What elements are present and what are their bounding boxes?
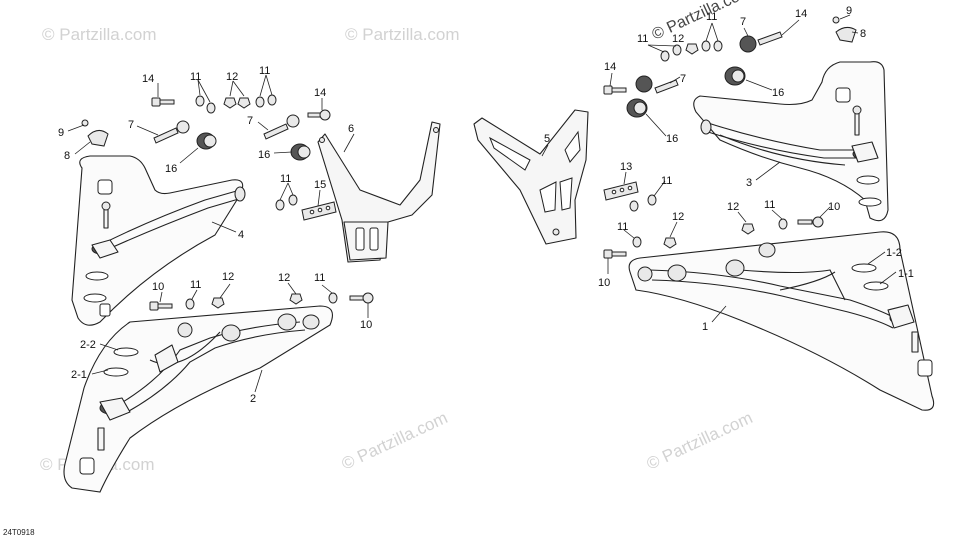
callout: 9 [58, 127, 64, 139]
callout: 10 [360, 319, 372, 331]
callout: 11 [764, 199, 775, 211]
callout: 14 [314, 87, 326, 99]
callout: 10 [828, 201, 840, 213]
watermark: © Partzilla.com [42, 25, 157, 44]
callout: 11 [706, 11, 717, 23]
callout: 12 [672, 33, 684, 45]
bracket-left[interactable] [317, 121, 441, 263]
lower-a-arm-left[interactable] [63, 305, 333, 493]
callout: 13 [620, 161, 632, 173]
callout: 2-2 [80, 339, 96, 351]
callout: 16 [258, 149, 270, 161]
callout: 7 [247, 115, 253, 127]
callout: 12 [222, 271, 234, 283]
upper-a-arm-right[interactable] [693, 61, 889, 222]
callout: 7 [680, 73, 686, 85]
callout-labels: 14 11 12 11 14 7 7 6 9 8 16 16 11 15 4 1… [58, 5, 914, 405]
upper-a-arm-left[interactable] [71, 155, 246, 326]
callout: 12 [727, 201, 739, 213]
watermark: © Partzilla.com [644, 408, 756, 474]
callout: 11 [280, 173, 291, 185]
callout: 12 [278, 272, 290, 284]
callout: 16 [165, 163, 177, 175]
callout: 11 [259, 65, 270, 77]
callout: 14 [604, 61, 616, 73]
callout: 16 [772, 87, 784, 99]
callout: 7 [128, 119, 134, 131]
callout: 2 [250, 393, 256, 405]
callout: 4 [238, 229, 244, 241]
lower-a-arm-right[interactable] [628, 231, 935, 411]
callout: 11 [314, 272, 325, 284]
bracket-right[interactable] [473, 109, 589, 245]
callout: 14 [795, 8, 807, 20]
watermark: © Partzilla.com [339, 408, 451, 474]
callout: 7 [740, 16, 746, 28]
watermark: © Partzilla.com [345, 25, 460, 44]
callout: 11 [190, 279, 201, 291]
leader-lines [67, 14, 897, 393]
callout: 14 [142, 73, 154, 85]
callout: 11 [190, 71, 201, 83]
callout: 12 [672, 211, 684, 223]
callout: 8 [860, 28, 866, 40]
hardware-left [81, 94, 374, 311]
callout: 16 [666, 133, 678, 145]
callout: 1 [702, 321, 708, 333]
callout: 11 [617, 221, 628, 233]
callout: 8 [64, 150, 70, 162]
callout: 11 [637, 33, 648, 45]
drawing-code: 24T0918 [3, 528, 35, 537]
watermark: © Partzilla.com [650, 0, 755, 44]
callout: 5 [544, 133, 550, 145]
callout: 11 [661, 175, 672, 187]
callout: 9 [846, 5, 852, 17]
callout: 2-1 [71, 369, 87, 381]
hardware-right [603, 16, 857, 259]
callout: 1-2 [886, 247, 902, 259]
callout: 12 [226, 71, 238, 83]
callout: 15 [314, 179, 326, 191]
callout: 6 [348, 123, 354, 135]
callout: 10 [152, 281, 164, 293]
callout: 1-1 [898, 268, 914, 280]
callout: 10 [598, 277, 610, 289]
callout: 3 [746, 177, 752, 189]
